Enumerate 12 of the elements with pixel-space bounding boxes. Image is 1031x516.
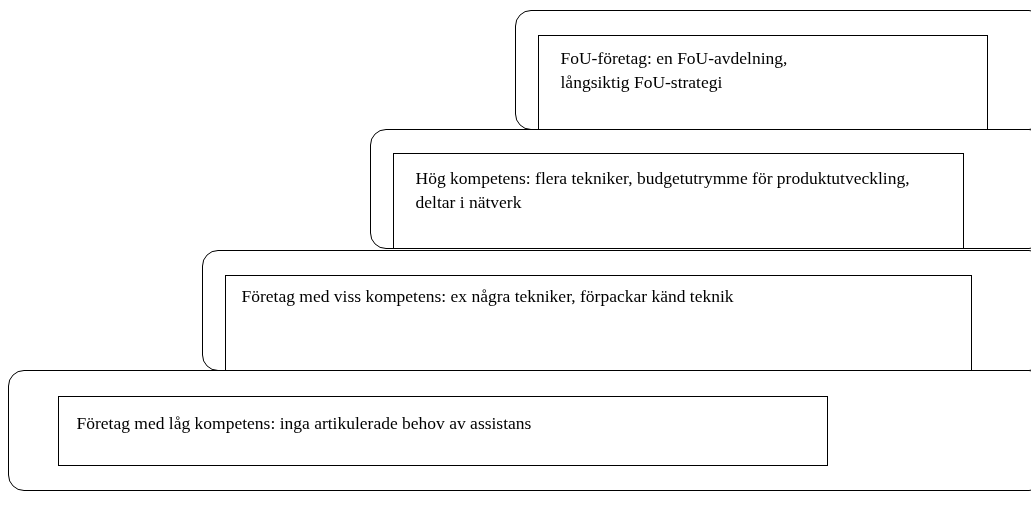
step-box xyxy=(370,129,1031,249)
step-box xyxy=(8,370,1031,491)
description-text: Företag med låg kompetens: inga artikulerade behov av assistans xyxy=(76,411,533,435)
text-box xyxy=(57,395,828,466)
text-box xyxy=(224,274,972,371)
step-box xyxy=(202,250,1031,371)
description-text: Företag med viss kompetens: ex några tekniker, förpackar känd teknik xyxy=(241,284,735,308)
text-box xyxy=(537,34,988,130)
description-text: Hög kompetens: flera tekniker, budgetutrymme för produktutveckling, deltar i nätverk xyxy=(415,166,911,214)
step-box xyxy=(515,10,1031,130)
description-text: FoU-företag: en FoU-avdelning, långsiktig FoU-strategi xyxy=(560,46,789,94)
text-box xyxy=(392,152,964,249)
